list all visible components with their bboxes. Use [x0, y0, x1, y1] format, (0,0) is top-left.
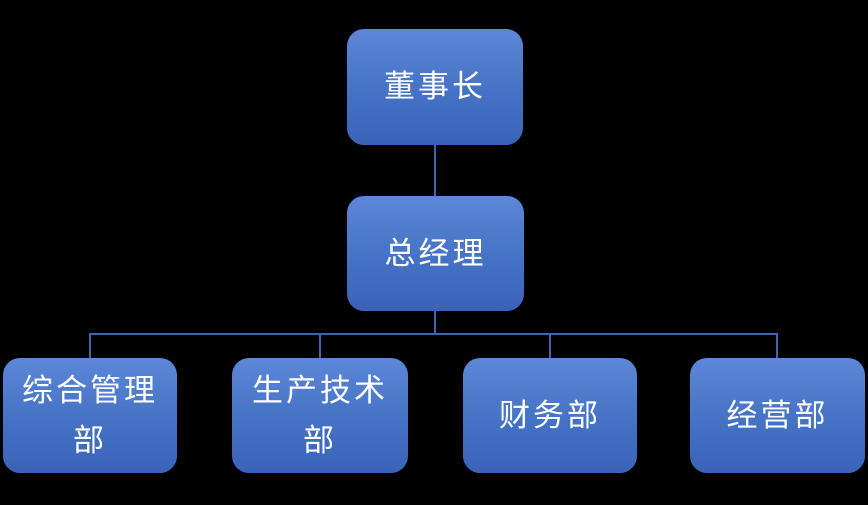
connector-chairman-to-general-manager: [434, 145, 436, 196]
org-node-general-manager-label: 总经理: [384, 235, 487, 271]
org-node-dept-finance: 财务部: [463, 358, 637, 473]
connector-bus-to-dept-business: [776, 335, 778, 358]
org-node-general-manager: 总经理: [347, 196, 524, 311]
org-node-dept-admin-label: 综合管理 部: [22, 372, 158, 458]
connector-bus-to-dept-production: [319, 335, 321, 358]
org-node-dept-production-label: 生产技术 部: [252, 372, 388, 458]
connector-horizontal-bus: [89, 333, 778, 335]
org-node-dept-business-label: 经营部: [726, 397, 829, 433]
org-node-dept-production: 生产技术 部: [232, 358, 408, 473]
org-node-chairman: 董事长: [347, 29, 523, 145]
org-node-chairman-label: 董事长: [384, 69, 486, 105]
org-node-dept-admin: 综合管理 部: [3, 358, 177, 473]
org-node-dept-business: 经营部: [690, 358, 865, 473]
connector-bus-to-dept-finance: [549, 335, 551, 358]
connector-bus-to-dept-admin: [89, 335, 91, 358]
org-node-dept-finance-label: 财务部: [499, 397, 601, 433]
connector-general-manager-to-bus: [434, 311, 436, 334]
